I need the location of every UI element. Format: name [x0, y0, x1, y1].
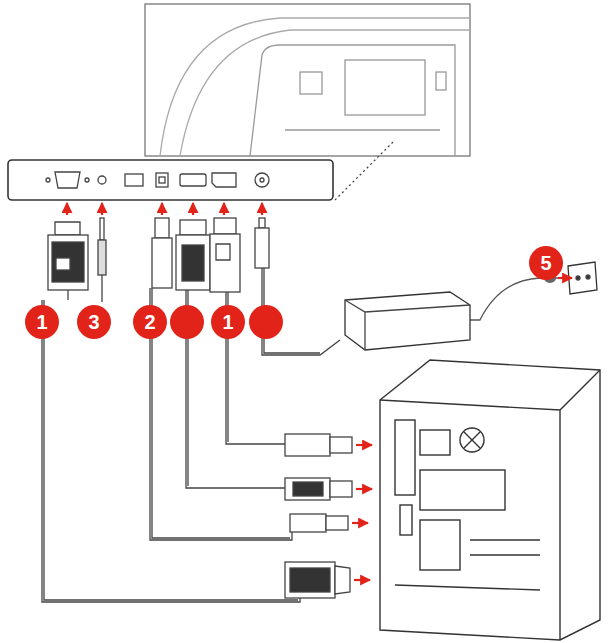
callout-blank [170, 305, 204, 339]
callout-number: 3 [77, 305, 111, 339]
computer-tower [380, 360, 600, 640]
computer-plugs [285, 434, 352, 598]
port-panel [8, 160, 333, 200]
monitor-plugs [48, 218, 269, 292]
insert-arrow [352, 445, 372, 580]
callout-number: 2 [133, 305, 167, 339]
callout-number: 1 [211, 305, 245, 339]
insert-arrow [67, 203, 262, 215]
callout-number: 1 [25, 305, 59, 339]
callout-number: 5 [529, 246, 563, 280]
power-adapter [345, 262, 597, 350]
callout-blank [249, 305, 283, 339]
monitor-back-inset [145, 4, 470, 200]
